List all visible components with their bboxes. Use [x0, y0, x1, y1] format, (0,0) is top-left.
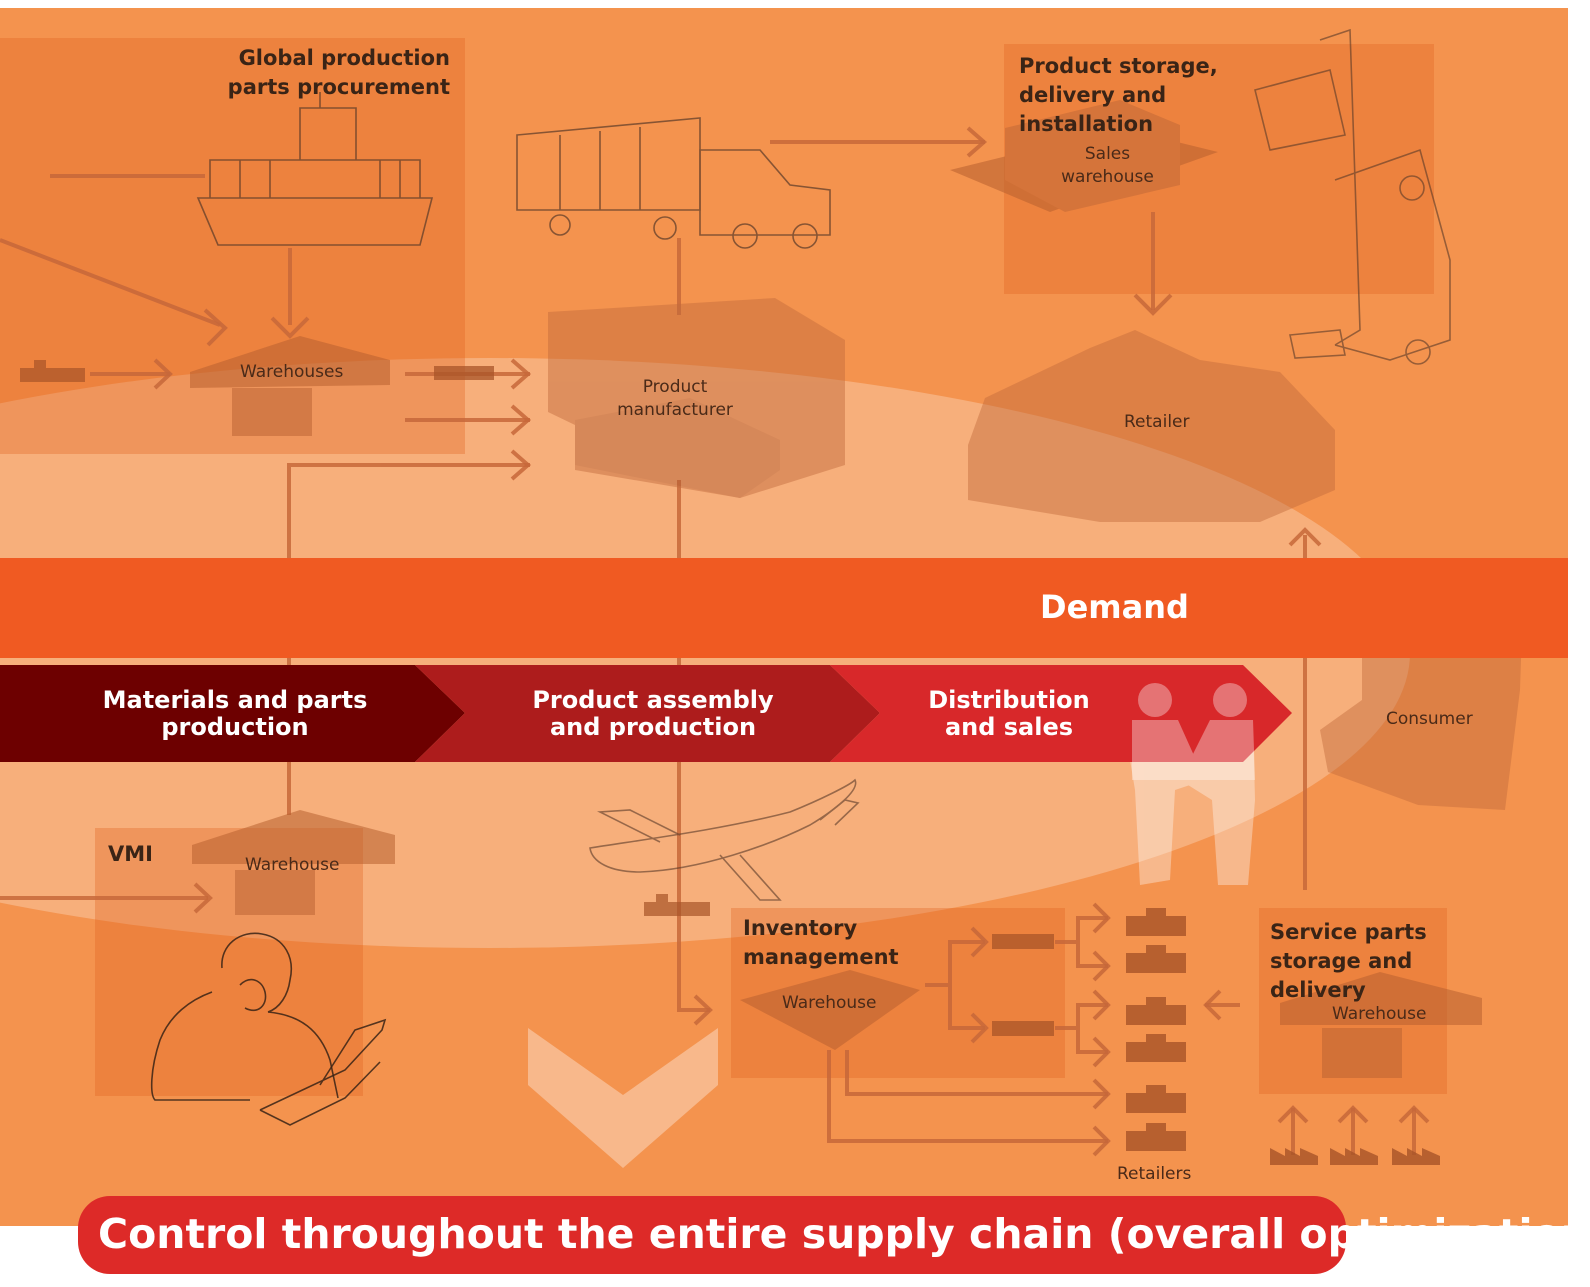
heading-global-procurement: Global production parts procurement — [227, 46, 450, 99]
control-banner-text: Control throughout the entire supply cha… — [98, 1210, 1590, 1258]
stage-label-materials: Materials and parts production — [102, 686, 368, 741]
laptop-icon — [259, 1018, 387, 1126]
heading-service-parts: Service parts storage and delivery — [1270, 920, 1427, 1002]
arrow-heads — [153, 126, 1430, 1157]
down-chevron-icon — [528, 1028, 718, 1168]
truck-icon — [516, 117, 831, 249]
label-retailer: Retailer — [1124, 412, 1190, 432]
stage-arrow-distribution — [830, 665, 1292, 762]
stage-arrow-materials — [0, 665, 465, 762]
delivery-truck-icons — [232, 388, 1402, 1078]
forklift-icon — [1254, 28, 1451, 365]
person-on-phone-icon — [150, 932, 339, 1101]
retailer-building-icon — [968, 330, 1335, 522]
container-ship-icon — [196, 92, 434, 246]
control-banner — [78, 1196, 1346, 1274]
small-factory-icons — [1270, 1148, 1440, 1165]
label-warehouses: Warehouses — [240, 362, 344, 382]
warehouse-icons — [190, 336, 1482, 1050]
label-retailers: Retailers — [1117, 1164, 1192, 1184]
factory-icon — [548, 298, 845, 498]
airplane-icon — [589, 778, 860, 901]
label-product-manufacturer: Product manufacturer — [617, 377, 733, 420]
sales-warehouse-icon — [950, 100, 1218, 212]
stage-label-distribution: Distribution and sales — [928, 686, 1090, 741]
vmi-box — [95, 828, 363, 1096]
heading-inventory-management: Inventory management — [743, 916, 899, 969]
label-vmi-warehouse: Warehouse — [245, 855, 340, 875]
shop-icon — [1126, 908, 1186, 1151]
heading-vmi: VMI — [108, 842, 153, 866]
label-service-warehouse: Warehouse — [1332, 1004, 1427, 1024]
demand-band — [0, 558, 1568, 658]
stage-arrow-assembly — [415, 665, 880, 762]
container-icon — [434, 366, 1054, 1036]
stage-label-assembly: Product assembly and production — [532, 686, 774, 741]
demand-label: Demand — [1040, 588, 1189, 626]
label-consumer: Consumer — [1386, 709, 1473, 729]
label-inventory-warehouse: Warehouse — [782, 993, 877, 1013]
handshake-overlay-icon — [1132, 683, 1255, 780]
label-sales-warehouse: Sales warehouse — [1061, 144, 1154, 187]
small-ship-icon — [20, 360, 710, 916]
heading-product-storage: Product storage, delivery and installati… — [1019, 54, 1218, 136]
